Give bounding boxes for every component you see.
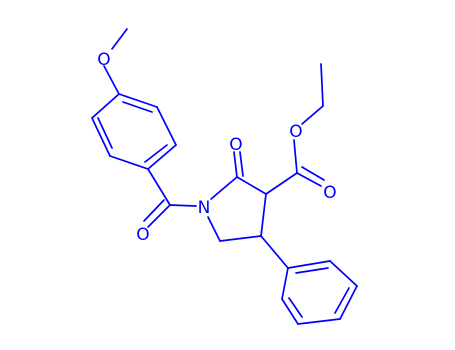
bond-ring2-b (329, 260, 358, 287)
bond-methyl-o (111, 28, 128, 50)
bond-o-aryl (103, 65, 120, 95)
bond-ring1-inner-2 (144, 144, 168, 163)
bond-ring1-b (156, 106, 177, 146)
bond-ester-co-b (301, 166, 325, 181)
bond-ring1-inner-1 (122, 101, 153, 113)
bond-ester-c-o (293, 139, 298, 174)
bond-ester-co-a (296, 172, 322, 187)
bond-carbonyl-n (169, 204, 197, 207)
bond-ring2-e (281, 298, 299, 325)
bond-lactam-co-a (233, 151, 238, 178)
bond-ring2-inner-1 (295, 267, 329, 274)
bond-ring2-d (297, 318, 341, 325)
bond-c3-c4 (260, 193, 267, 237)
bond-c4-phenyl (260, 235, 289, 269)
bond-aryl-carbonyl (147, 168, 171, 206)
atom-n-ring: N (198, 198, 211, 218)
bond-c2-c3 (236, 176, 267, 195)
bond-ring2-f (281, 267, 289, 300)
bond-c5-n (207, 216, 221, 242)
bond-ring1-e (91, 117, 111, 157)
bond-ring1-c (147, 144, 177, 170)
bond-ring2-inner-2 (334, 287, 350, 314)
bond-c4-c5 (219, 235, 262, 242)
bond-ring2-c (339, 285, 358, 320)
bond-ring1-inner-3 (97, 117, 113, 149)
atom-o-methoxy: O (97, 50, 110, 70)
bond-ring2-a (287, 260, 331, 269)
atom-o-ester-carbonyl: O (323, 183, 336, 203)
bond-n-c2 (210, 176, 238, 200)
atom-o-ester-ether: O (289, 122, 302, 142)
atom-o-acyl: O (136, 225, 149, 245)
bond-lactam-co-b (239, 151, 244, 177)
bond-o-ethyl-ch2 (301, 105, 324, 125)
bonds (91, 28, 358, 325)
bond-ring1-d (109, 155, 149, 170)
bond-ring1-a (118, 93, 158, 108)
bond-ethyl-ch2-ch3 (320, 63, 324, 107)
bond-acyl-co-b (143, 199, 165, 222)
bond-acyl-co-a (147, 204, 171, 228)
bond-ring2-inner-3 (288, 297, 303, 318)
bond-c3-ester-c (265, 172, 298, 195)
atom-labels: O O N O O O (97, 50, 336, 245)
atom-o-lactam: O (229, 135, 242, 155)
bond-ring1-f (91, 93, 120, 119)
